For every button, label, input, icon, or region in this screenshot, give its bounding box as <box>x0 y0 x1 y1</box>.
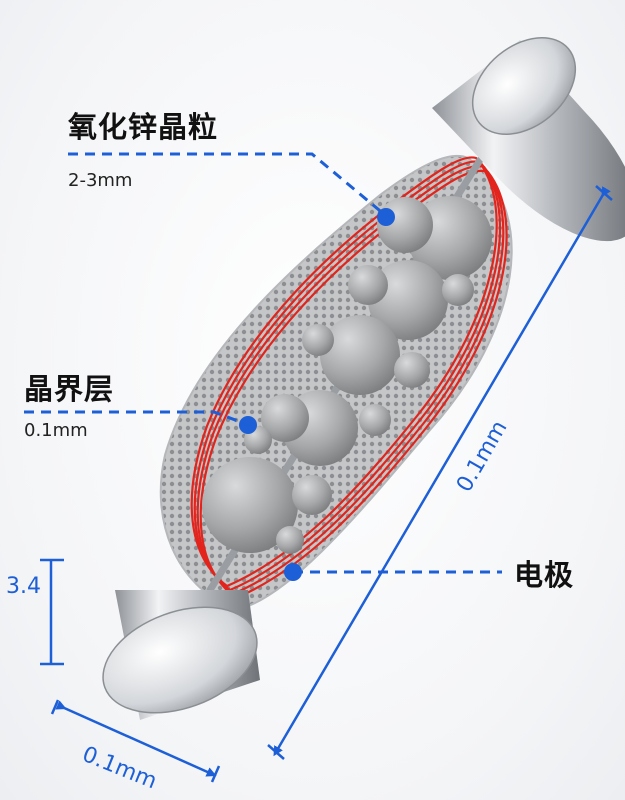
bottom-electrode <box>88 588 271 733</box>
grain-boundary-title: 晶界层 <box>24 366 114 408</box>
electrode-title: 电极 <box>514 552 574 594</box>
zinc-oxide-title: 氧化锌晶粒 <box>68 104 218 146</box>
grain-boundary-size: 0.1mm <box>24 420 88 441</box>
zinc-oxide-size: 2-3mm <box>68 170 132 191</box>
height-dimension-label: 3.4 <box>6 574 41 599</box>
dimension-left <box>40 560 64 664</box>
leader-electrode <box>284 563 502 581</box>
